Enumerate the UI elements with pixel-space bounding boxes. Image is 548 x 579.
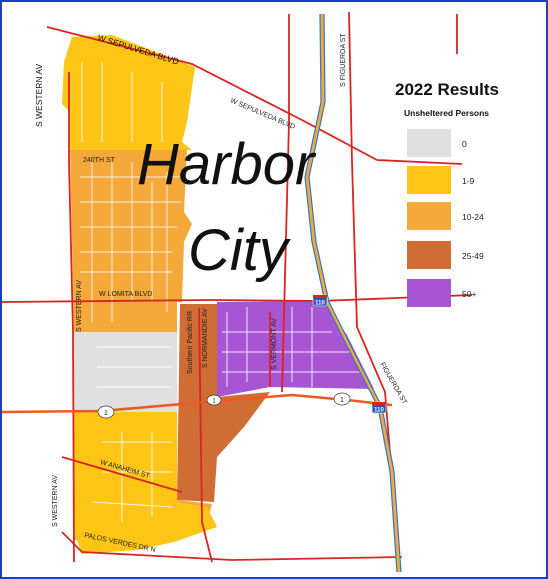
legend-title: 2022 Results: [395, 80, 499, 99]
road-normandie: [198, 307, 213, 563]
shield-i110-a: 110: [312, 294, 328, 307]
label-s-vermont: S VERMONT AV: [271, 318, 278, 370]
label-figueroa: FIGUEROA ST: [378, 362, 408, 407]
zone-50-plus: [217, 301, 374, 397]
legend-label-50-plus: 50+: [462, 289, 476, 299]
svg-text:1: 1: [212, 399, 216, 405]
road-w-anaheim: [61, 456, 183, 493]
legend: 2022 Results Unsheltered Persons 0 1-9 1…: [395, 80, 499, 307]
legend-label-25-49: 25-49: [462, 251, 484, 261]
legend-swatch-1-9: [407, 166, 451, 194]
legend-label-0: 0: [462, 139, 467, 149]
label-s-western-3: S WESTERN AV: [52, 475, 59, 527]
legend-swatch-25-49: [407, 241, 451, 269]
map-title-line-1: Harbor: [137, 132, 317, 197]
svg-text:110: 110: [315, 301, 325, 307]
road-palos-verdes: [61, 531, 403, 561]
label-s-figueroa: S FIGUEROA ST: [340, 33, 347, 87]
legend-swatch-50-plus: [407, 279, 451, 307]
svg-text:110: 110: [374, 408, 384, 414]
arterial-roads: [2, 11, 473, 563]
svg-text:1: 1: [340, 397, 344, 404]
zone-0: [74, 332, 177, 412]
legend-swatch-0: [407, 129, 451, 157]
legend-label-1-9: 1-9: [462, 176, 475, 186]
legend-swatch-10-24: [407, 202, 451, 230]
label-w-lomita: W LOMITA BLVD: [99, 291, 152, 298]
label-s-normandie: S NORMANDIE AV: [202, 308, 209, 368]
zone-1-9-south: [74, 412, 217, 554]
road-w-sepulveda: [46, 26, 463, 165]
label-240th-st: 240TH ST: [83, 157, 116, 164]
freeway-110: [304, 13, 402, 573]
legend-subtitle: Unsheltered Persons: [404, 108, 489, 118]
shield-route1-b: 1: [206, 394, 222, 406]
minor-streets: [80, 62, 362, 522]
shield-i110-b: 110: [371, 401, 387, 414]
zone-10-24-middle: [70, 150, 192, 332]
road-s-western: [68, 72, 75, 563]
label-s-western-1: S WESTERN AV: [34, 64, 44, 127]
shield-route1-a: 1: [97, 405, 115, 419]
road-west-vertical: [281, 14, 290, 393]
label-southern-pacific: Southern Pacific RR: [187, 311, 194, 374]
label-w-sepulveda-2: W SEPULVEDA BLVD: [229, 97, 296, 131]
shield-route1-c: 1: [333, 392, 351, 406]
label-s-western-2: S WESTERN AV: [76, 280, 83, 332]
map-title-line-2: City: [188, 218, 291, 283]
legend-label-10-24: 10-24: [462, 212, 484, 222]
svg-text:1: 1: [104, 410, 108, 417]
road-w-lomita: [2, 294, 473, 303]
highway-1: [2, 393, 393, 414]
